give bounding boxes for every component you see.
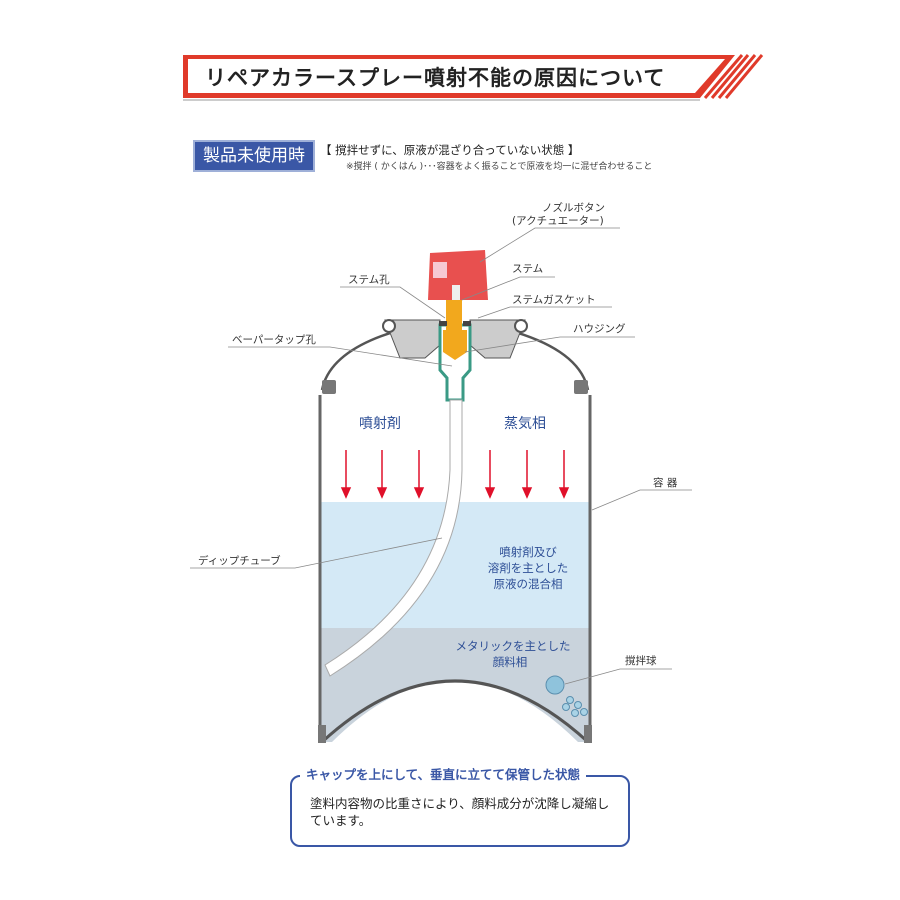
label-container: 容 器: [653, 476, 678, 489]
title-banner: [183, 54, 764, 101]
state-heading: 【 撹拌せずに、原液が混ざり合っていない状態 】: [320, 143, 580, 157]
label-nozzle-button: ノズルボタン: [542, 201, 605, 214]
label-dip-tube: ディップチューブ: [198, 554, 281, 567]
page-title: リペアカラースプレー噴射不能の原因について: [205, 66, 666, 90]
agitator-ball: [545, 675, 565, 695]
zone-mix-line-2: 溶剤を主とした: [488, 561, 569, 575]
container: [318, 250, 592, 744]
label-agitator-ball: 撹拌球: [625, 654, 657, 667]
pressure-arrows: [340, 450, 570, 499]
info-body: 塗料内容物の比重さにより、顔料成分が沈降し凝縮しています。: [310, 796, 610, 828]
dip-tube: [324, 399, 463, 677]
zone-vapor-phase: 蒸気相: [504, 416, 546, 432]
zone-pigment-line-1: メタリックを主とした: [456, 639, 571, 653]
zone-mix-line-1: 噴射剤及び: [499, 545, 557, 559]
label-vapor-tap-hole: ベーパータップ孔: [232, 333, 316, 346]
info-title: キャップを上にして、垂直に立てて保管した状態: [300, 764, 587, 783]
zone-pigment-line-2: 顔料相: [493, 655, 528, 669]
zone-mix-line-3: 原液の混合相: [494, 577, 563, 591]
state-badge: 製品未使用時: [193, 140, 315, 172]
label-stem-gasket: ステムガスケット: [512, 294, 596, 306]
label-actuator: (アクチュエーター): [512, 215, 604, 227]
state-note: ※撹拌 ( かくはん )･･･容器をよく振ることで原液を均一に混ぜ合わせること: [346, 162, 653, 172]
pigment-phase: [320, 628, 590, 742]
label-stem-hole: ステム孔: [348, 273, 390, 286]
label-stem: ステム: [512, 263, 543, 275]
leader-lines: [190, 227, 692, 685]
zone-propellant: 噴射剤: [359, 416, 401, 432]
label-housing: ハウジング: [573, 322, 626, 335]
